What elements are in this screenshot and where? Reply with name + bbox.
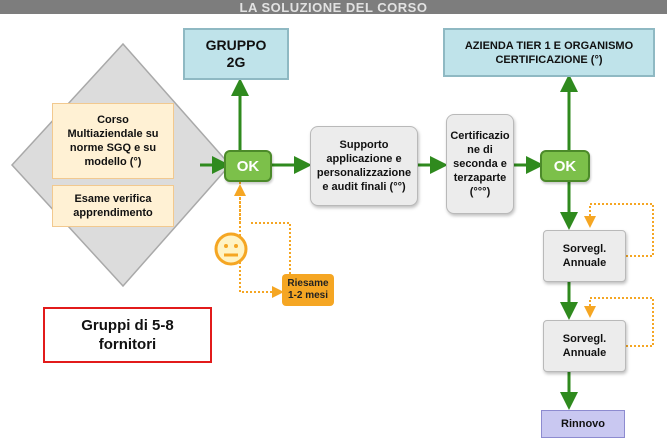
- certificazione-box: Certificazio ne di seconda e terzaparte …: [446, 114, 514, 214]
- azienda-box: AZIENDA TIER 1 E ORGANISMO CERTIFICAZION…: [443, 28, 655, 77]
- neutral-face-icon: [214, 232, 248, 266]
- rinnovo-box: Rinnovo: [541, 410, 625, 438]
- gruppi-box: Gruppi di 5-8 fornitori: [43, 307, 212, 363]
- ok-button-1: OK: [224, 150, 272, 182]
- header-title: LA SOLUZIONE DEL CORSO: [0, 0, 667, 14]
- riesame-box: Riesame 1-2 mesi: [282, 274, 334, 306]
- esame-box: Esame verifica apprendimento: [52, 185, 174, 227]
- ok-button-2: OK: [540, 150, 590, 182]
- sorvegl-box-2: Sorvegl. Annuale: [543, 320, 626, 372]
- gruppo-2g-box: GRUPPO 2G: [183, 28, 289, 80]
- corso-box: Corso Multiaziendale su norme SGQ e su m…: [52, 103, 174, 179]
- supporto-box: Supporto applicazione e personalizzazion…: [310, 126, 418, 206]
- loop-riesame-back: [250, 222, 291, 274]
- loop-sorv1: [584, 203, 654, 257]
- sorvegl-box-1: Sorvegl. Annuale: [543, 230, 626, 282]
- loop-sorv2: [584, 297, 654, 347]
